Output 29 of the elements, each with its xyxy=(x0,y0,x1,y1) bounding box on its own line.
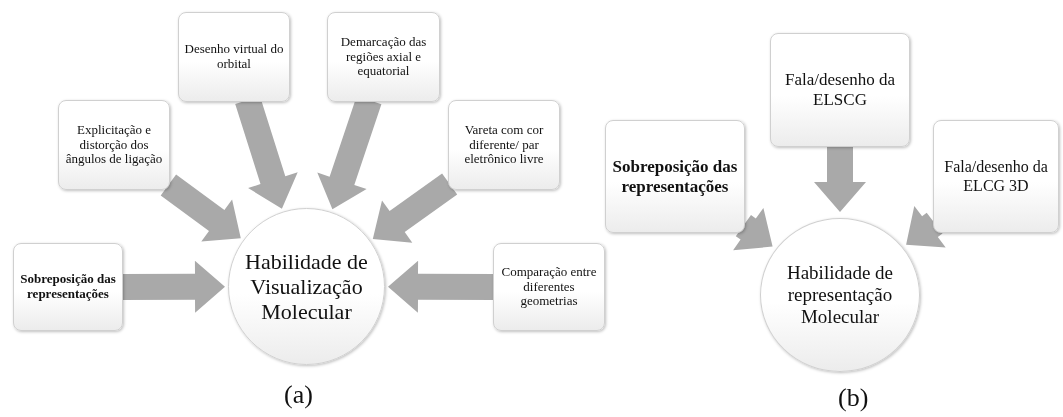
concept-box xyxy=(58,100,170,190)
block-arrow xyxy=(160,174,241,242)
node-text: Sobreposição das representações xyxy=(19,272,117,302)
block-arrow xyxy=(388,260,495,313)
node-text: Fala/desenho da ELSCG xyxy=(784,70,896,110)
concept-box xyxy=(448,100,560,190)
concept-box xyxy=(933,120,1059,233)
node-text: Habilidade de representação Molecular xyxy=(785,262,894,328)
node-text: Demarcação das regiões axial e equatorial xyxy=(339,34,428,80)
concept-box xyxy=(13,243,123,331)
concept-box xyxy=(493,243,605,331)
node-text: Sobreposição das representações xyxy=(611,156,739,197)
node-text: Habilidade de Visualização Molecular xyxy=(244,248,369,325)
block-arrow xyxy=(814,145,866,212)
node-text: Desenho virtual do orbital xyxy=(183,42,285,72)
node-text: Comparação entre diferentes geometrias xyxy=(500,264,598,310)
panel-label: (b) xyxy=(838,383,869,413)
concept-box xyxy=(605,120,745,233)
panel-label: (a) xyxy=(284,380,313,410)
block-arrow xyxy=(733,208,773,251)
concept-box xyxy=(178,12,290,102)
block-arrow xyxy=(372,173,458,243)
node-text: Fala/desenho da ELCG 3D xyxy=(943,158,1049,195)
concept-box xyxy=(770,33,910,147)
node-text: Explicitação e distorção dos ângulos de ligação xyxy=(64,122,164,168)
block-arrow xyxy=(906,205,946,248)
concept-box xyxy=(327,12,440,102)
block-arrow xyxy=(121,260,225,313)
node-text: Vareta com cor diferente/ par eletrônico livre xyxy=(463,122,545,168)
